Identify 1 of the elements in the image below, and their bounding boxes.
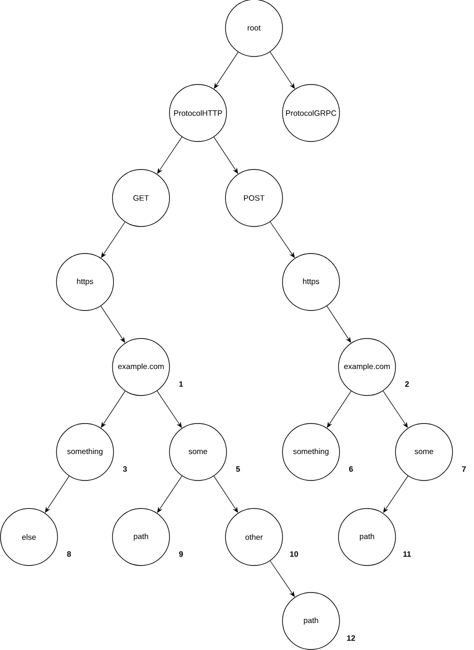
- arrow: [101, 222, 126, 258]
